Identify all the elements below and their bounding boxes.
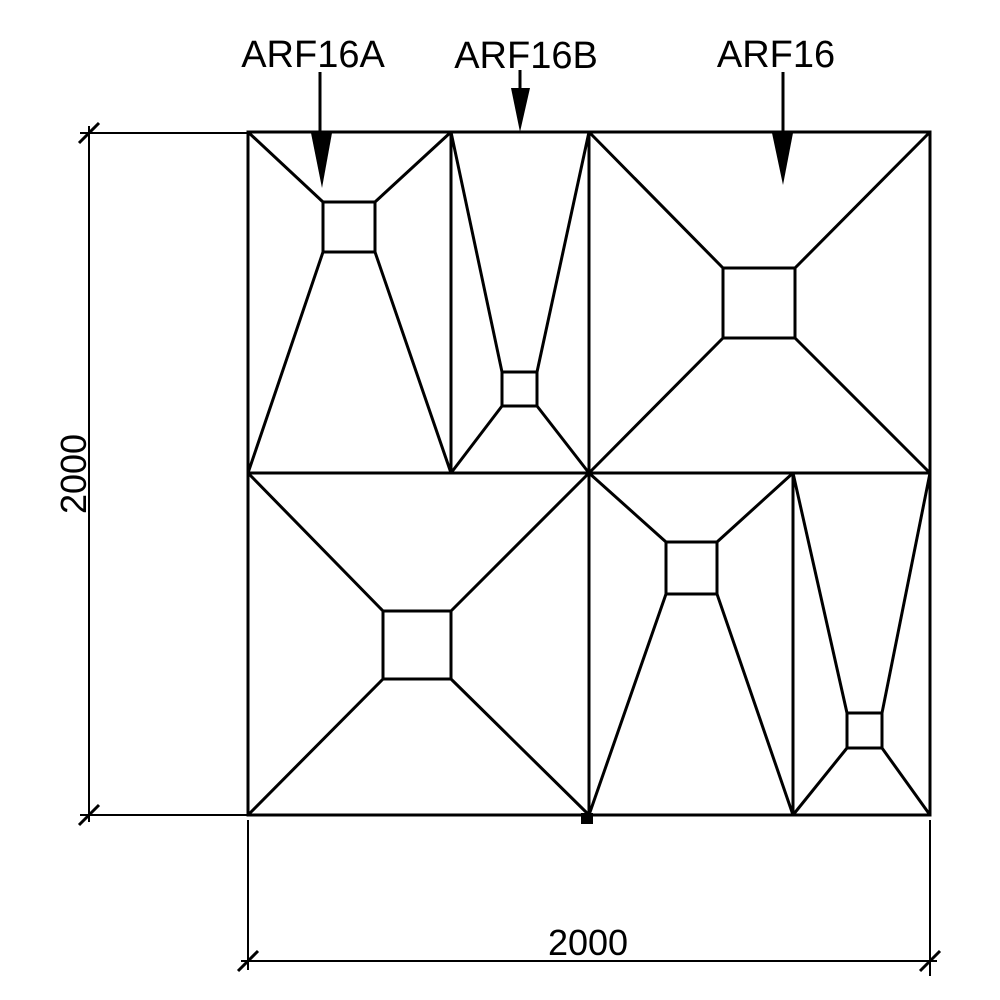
panel-diagonal <box>535 131 591 373</box>
arf16-leader-arrow <box>772 133 793 185</box>
panel-bottom-left <box>246 471 591 817</box>
panel-diagonal <box>587 471 668 544</box>
node-marker-square <box>581 813 593 824</box>
panel-diagonal <box>880 747 932 816</box>
panel-diagonal <box>791 472 849 714</box>
panel-diagonal <box>587 336 725 475</box>
panel-recess-square <box>721 266 797 340</box>
arf16a-leader-arrow <box>311 133 332 188</box>
left-dimension: 2000 <box>53 121 248 827</box>
panel-diagonal <box>715 593 795 816</box>
panel-diagonal <box>793 130 932 270</box>
panel-diagonal <box>449 131 504 373</box>
left-dimension-tick-bottom <box>77 803 101 827</box>
arf16a-label: ARF16A <box>241 34 385 76</box>
bottom-dimension-tick-left <box>236 949 260 973</box>
callout-arf16: ARF16 <box>717 34 835 185</box>
panel-diagonal <box>715 471 795 544</box>
callout-arf16a: ARF16A <box>241 34 385 188</box>
panel-diagonal <box>587 593 668 816</box>
panel-diagonal <box>246 677 385 817</box>
arf16-label: ARF16 <box>717 34 835 76</box>
panel-diagonal <box>246 130 325 204</box>
panel-arf16b <box>449 131 591 474</box>
panel-recess-square <box>664 540 719 596</box>
panel-bottom-right <box>791 472 932 816</box>
bottom-dimension: 2000 <box>236 820 942 976</box>
callout-arf16b: ARF16B <box>454 35 598 132</box>
panel-bottom-middle <box>587 471 795 816</box>
panel-diagonal <box>373 130 453 204</box>
panel-diagonal <box>880 472 932 714</box>
panel-diagonal <box>793 336 932 475</box>
panel-arf16a <box>246 130 453 474</box>
panel-diagonal <box>587 130 725 270</box>
arf16b-label: ARF16B <box>454 35 598 77</box>
panel-diagonal <box>535 405 591 474</box>
panel-diagonal <box>449 471 591 613</box>
panel-diagonal <box>449 677 591 817</box>
left-dimension-tick-top <box>77 121 101 145</box>
panel-diagonal <box>373 251 453 474</box>
bottom-dimension-tick-right <box>918 949 942 973</box>
arf16b-leader-arrow <box>511 88 530 132</box>
panel-diagonal <box>246 251 325 474</box>
left-dimension-text: 2000 <box>53 434 94 514</box>
panel-diagonal <box>246 471 385 613</box>
panel-diagonal <box>791 747 849 816</box>
panel-recess-square <box>381 609 453 681</box>
panel-recess-square <box>500 370 539 408</box>
panel-arf16 <box>587 130 932 475</box>
panel-recess-square <box>321 200 377 254</box>
panel-recess-square <box>845 711 884 750</box>
bottom-dimension-text: 2000 <box>548 922 628 963</box>
panel-diagonal <box>449 405 504 474</box>
